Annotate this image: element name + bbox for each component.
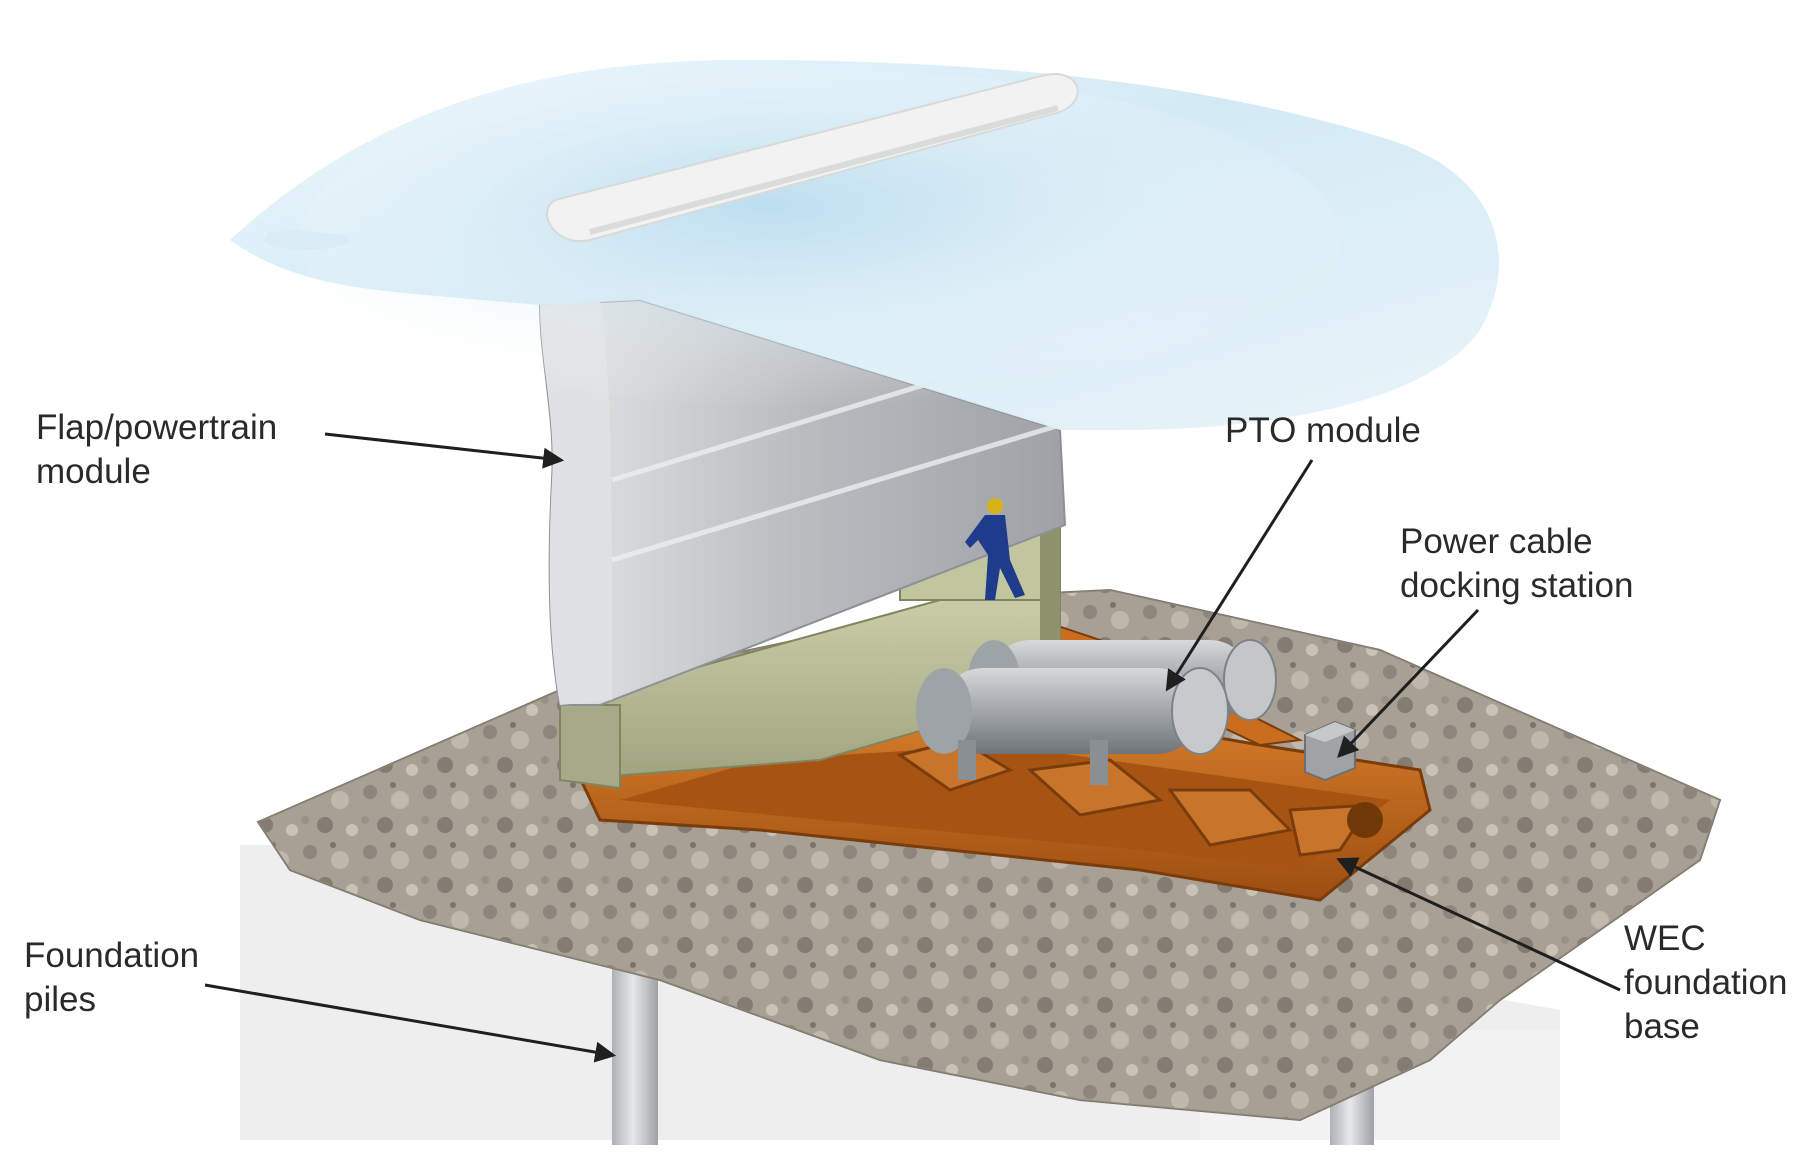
label-flap-powertrain-module: Flap/powertrain module — [36, 406, 277, 494]
label-foundation-piles: Foundation piles — [24, 934, 199, 1022]
label-line: WEC — [1624, 917, 1787, 961]
label-line: piles — [24, 978, 199, 1022]
water-surface — [230, 60, 1499, 430]
label-line: Foundation — [24, 934, 199, 978]
power-cable-docking-station — [1305, 722, 1355, 780]
label-line: PTO module — [1225, 409, 1421, 453]
label-line: Flap/powertrain — [36, 406, 277, 450]
label-pto-module: PTO module — [1225, 409, 1421, 453]
base-socket — [1347, 802, 1383, 838]
leader-flap — [325, 434, 560, 460]
label-line: module — [36, 450, 277, 494]
label-line: base — [1624, 1005, 1787, 1049]
label-power-cable-docking-station: Power cable docking station — [1400, 520, 1633, 608]
label-line: docking station — [1400, 564, 1633, 608]
label-wec-foundation-base: WEC foundation base — [1624, 917, 1787, 1049]
label-line: foundation — [1624, 961, 1787, 1005]
label-line: Power cable — [1400, 520, 1633, 564]
